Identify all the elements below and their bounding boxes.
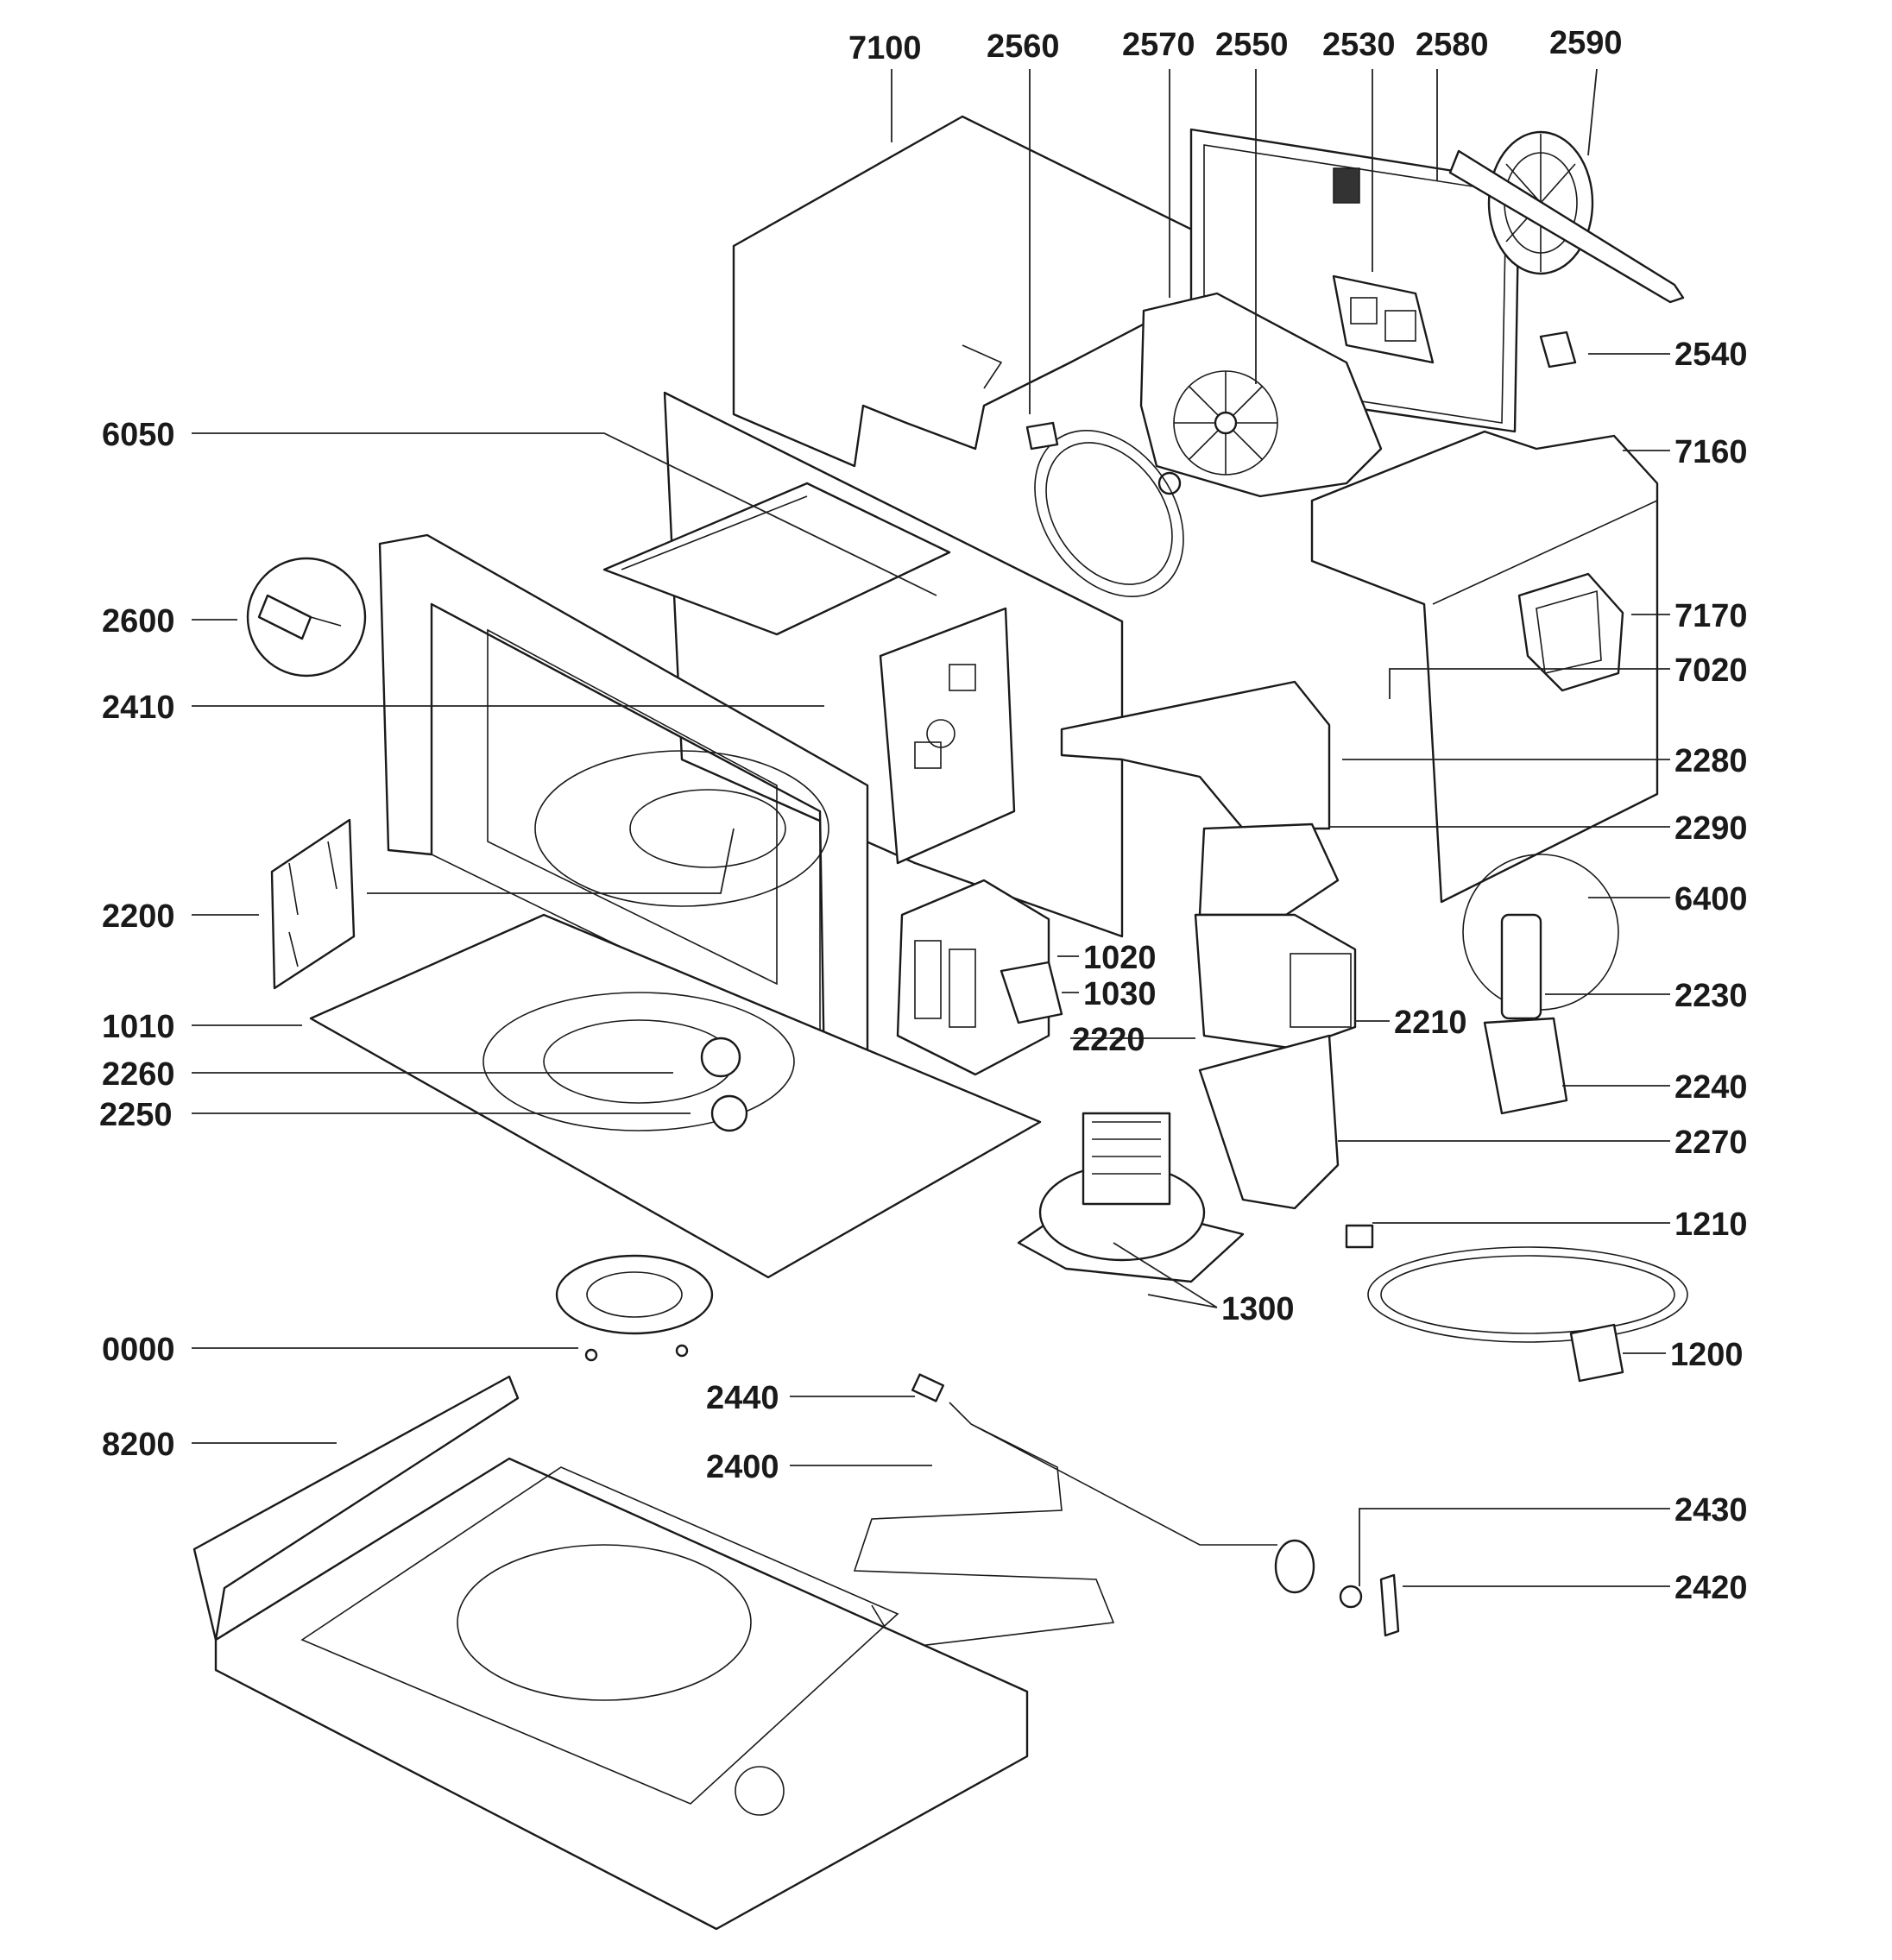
label-2570: 2570 [1122, 27, 1195, 63]
label-2290: 2290 [1674, 810, 1748, 847]
label-6400: 6400 [1674, 881, 1748, 917]
label-2530: 2530 [1322, 27, 1396, 63]
label-2600: 2600 [102, 603, 175, 640]
waveguide-plate [879, 607, 1016, 865]
label-2200: 2200 [102, 898, 175, 935]
label-0000: 0000 [102, 1332, 175, 1368]
label-2230: 2230 [1674, 978, 1748, 1014]
label-2250: 2250 [99, 1097, 173, 1133]
leader-lines [192, 68, 1670, 1587]
label-2240: 2240 [1674, 1069, 1748, 1106]
outer-cover [732, 115, 1262, 468]
label-1010: 1010 [102, 1009, 175, 1045]
fan-motor [1017, 1112, 1245, 1283]
label-1210: 1210 [1674, 1207, 1748, 1243]
bottom-tray [192, 1375, 1029, 1931]
front-frame [378, 533, 869, 1085]
label-2560: 2560 [987, 28, 1060, 65]
lower-duct [1198, 1034, 1340, 1210]
label-2220: 2220 [1072, 1022, 1145, 1058]
label-2430: 2430 [1674, 1492, 1748, 1528]
label-7100: 7100 [848, 30, 922, 66]
label-7170: 7170 [1674, 598, 1748, 634]
label-2270: 2270 [1674, 1125, 1748, 1161]
label-2440: 2440 [706, 1380, 779, 1416]
label-2540: 2540 [1674, 337, 1748, 373]
label-2550: 2550 [1215, 27, 1289, 63]
switch-part [1539, 331, 1577, 369]
side-cover [1310, 430, 1659, 904]
label-7020: 7020 [1674, 652, 1748, 689]
lamp-detail [246, 557, 367, 677]
rear-fan [1448, 130, 1685, 304]
label-2260: 2260 [102, 1056, 175, 1093]
label-7160: 7160 [1674, 434, 1748, 470]
part-labels: 7100 2560 2570 2550 2530 2580 2590 2540 … [99, 25, 1748, 1606]
label-1020: 1020 [1083, 940, 1157, 976]
label-2400: 2400 [706, 1449, 779, 1485]
fan-housing [1139, 292, 1383, 498]
grill-heater-ring [1025, 421, 1184, 597]
vent-bracket [1517, 572, 1624, 692]
heating-element [853, 1373, 1400, 1649]
power-cord [1345, 1224, 1688, 1383]
magnetron [1194, 822, 1357, 1050]
label-2590: 2590 [1549, 25, 1623, 61]
label-2420: 2420 [1674, 1570, 1748, 1606]
capacitor-detail [1462, 854, 1619, 1115]
turntable-support [555, 1254, 714, 1362]
label-6050: 6050 [102, 417, 175, 453]
label-2210: 2210 [1394, 1005, 1467, 1041]
label-2410: 2410 [102, 690, 175, 726]
label-2280: 2280 [1674, 743, 1748, 779]
label-8200: 8200 [102, 1427, 175, 1463]
transformer [896, 879, 1063, 1076]
relay-board [1332, 274, 1435, 364]
mica-plate [270, 818, 356, 990]
label-1030: 1030 [1083, 976, 1157, 1012]
label-1300: 1300 [1221, 1291, 1295, 1327]
label-1200: 1200 [1670, 1337, 1744, 1373]
base-plate [309, 913, 1042, 1279]
label-2580: 2580 [1416, 27, 1489, 63]
